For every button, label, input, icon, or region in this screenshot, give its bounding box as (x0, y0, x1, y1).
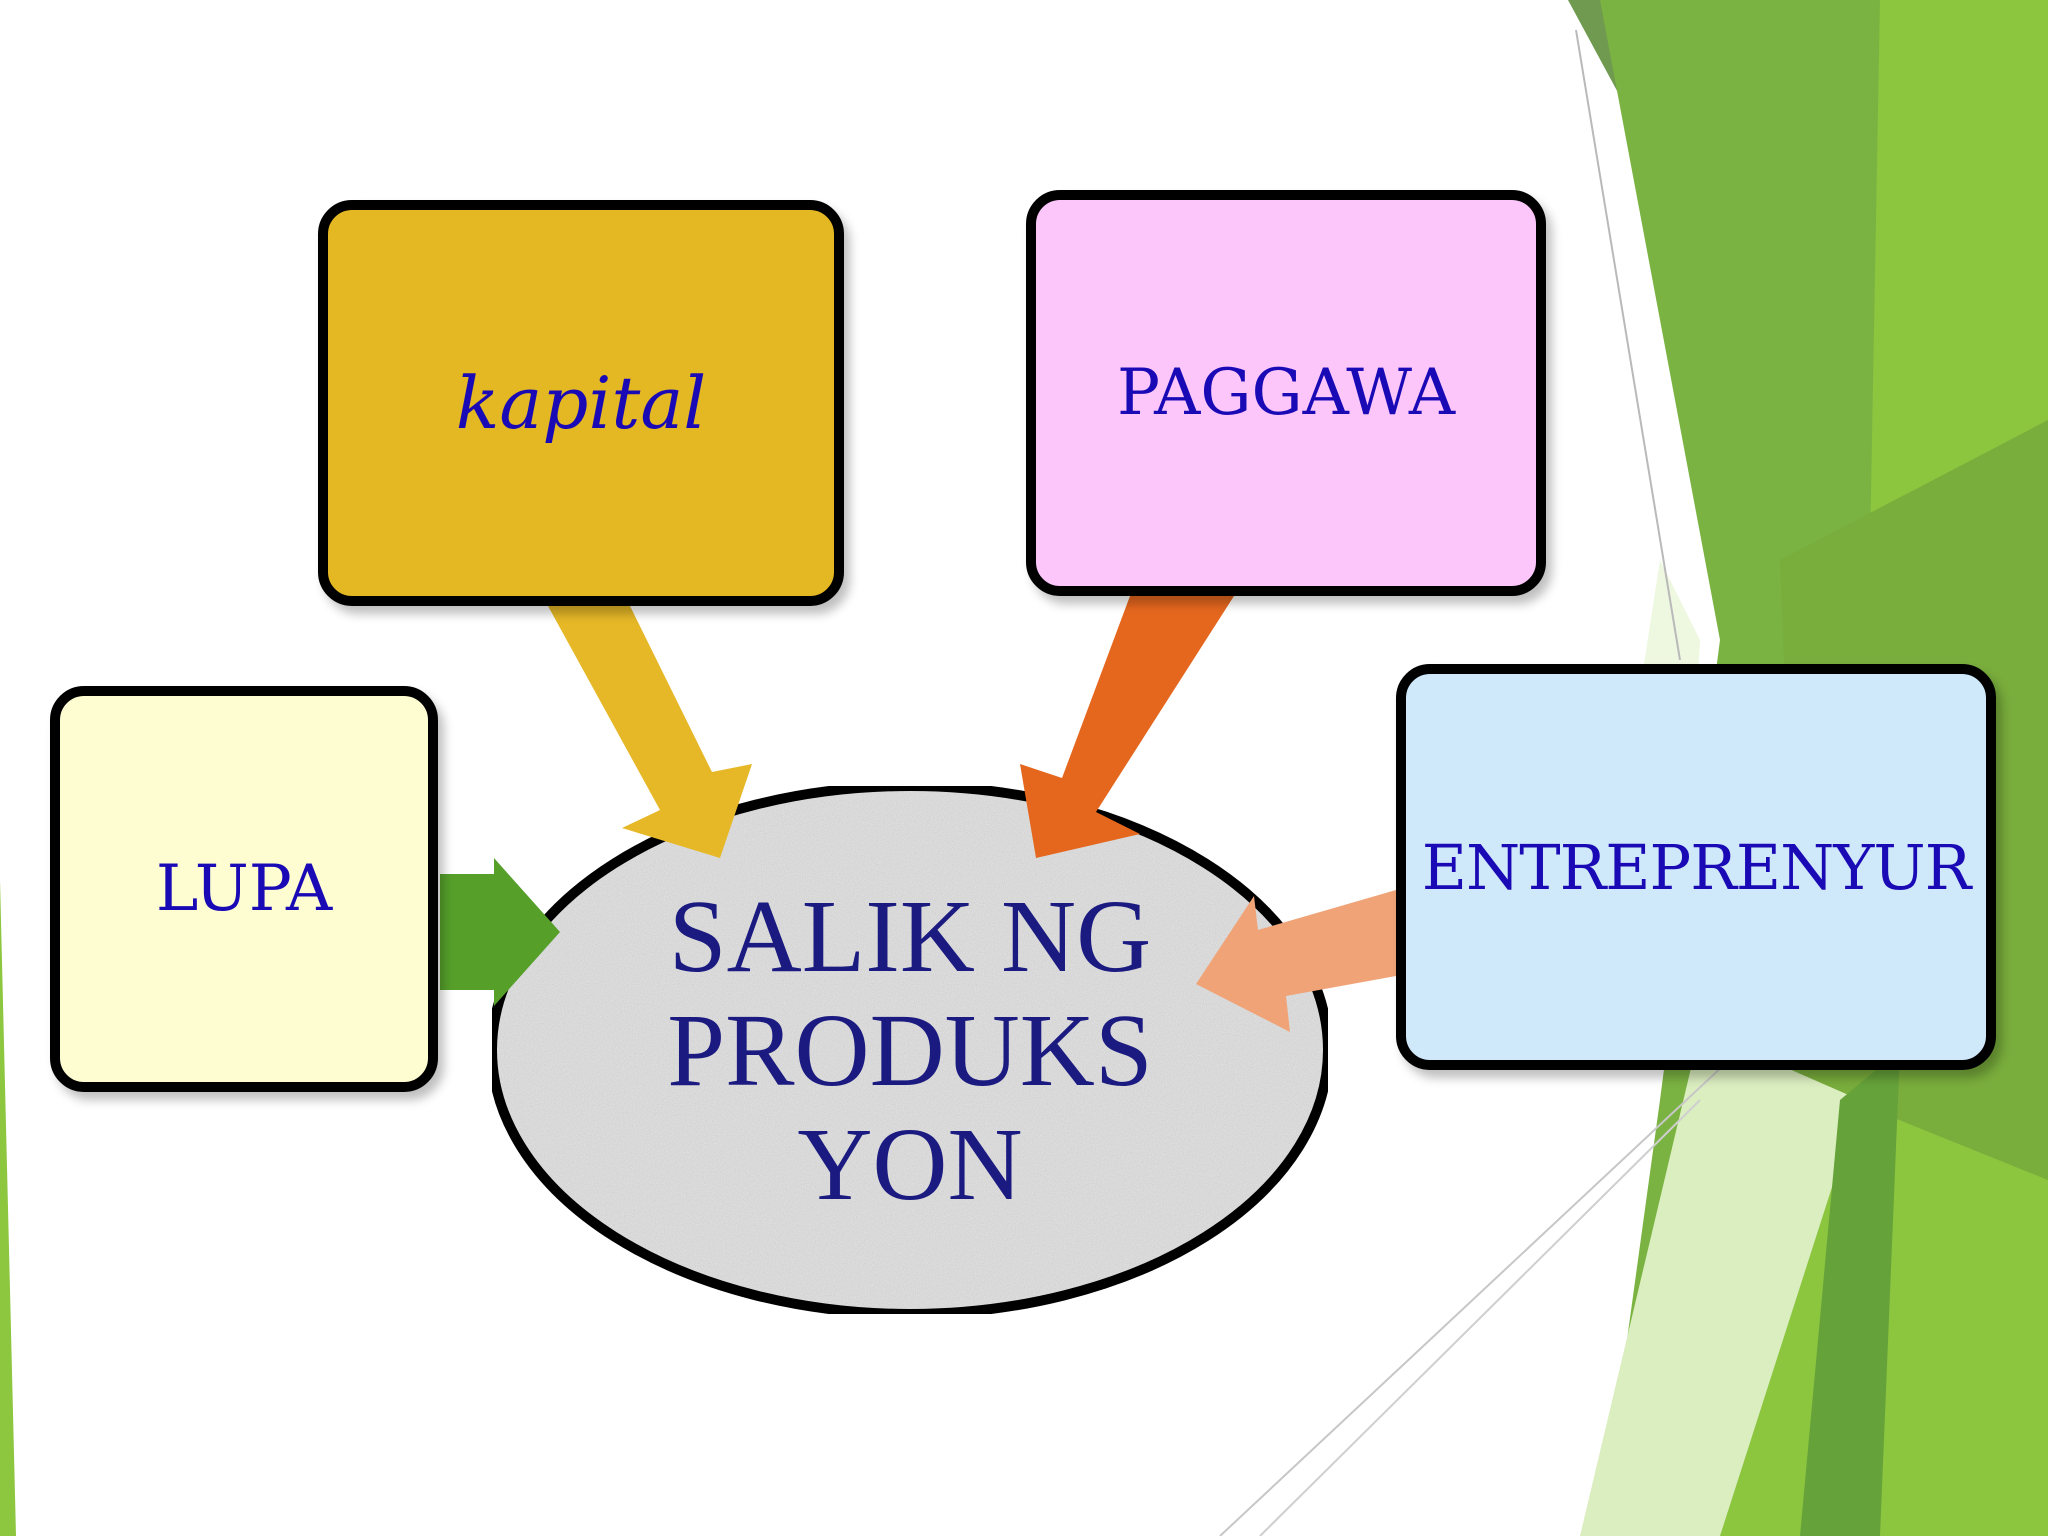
center-label-line-1: SALIK NG (668, 879, 1152, 994)
arrow-lupa (440, 858, 560, 1006)
center-label-line-2: PRODUKS (667, 993, 1153, 1108)
left-green-strip (0, 880, 16, 1536)
thin-line-3 (1259, 1099, 1701, 1536)
thin-line-1 (1575, 29, 1681, 661)
arrow-kapital (548, 606, 752, 858)
center-ellipse (487, 781, 1333, 1319)
node-lupa: LUPA (50, 686, 438, 1092)
arrow-entreprenyur (1196, 890, 1396, 1032)
node-kapital-label: kapital (455, 361, 707, 445)
right-pale-green (1580, 1030, 1860, 1536)
node-lupa-label: LUPA (155, 852, 333, 926)
center-label: SALIK NG PRODUKS YON (560, 880, 1260, 1222)
thin-line-2 (1219, 1049, 1741, 1536)
right-dark-green-lower (1800, 1050, 1900, 1536)
node-kapital: kapital (318, 200, 844, 606)
arrow-paggawa (1020, 596, 1234, 858)
center-label-line-3: YON (797, 1107, 1023, 1222)
node-paggawa-label: PAGGAWA (1116, 356, 1456, 430)
node-entreprenyur: ENTREPRENYUR (1396, 664, 1996, 1070)
node-paggawa: PAGGAWA (1026, 190, 1546, 596)
node-entreprenyur-label: ENTREPRENYUR (1421, 830, 1972, 904)
